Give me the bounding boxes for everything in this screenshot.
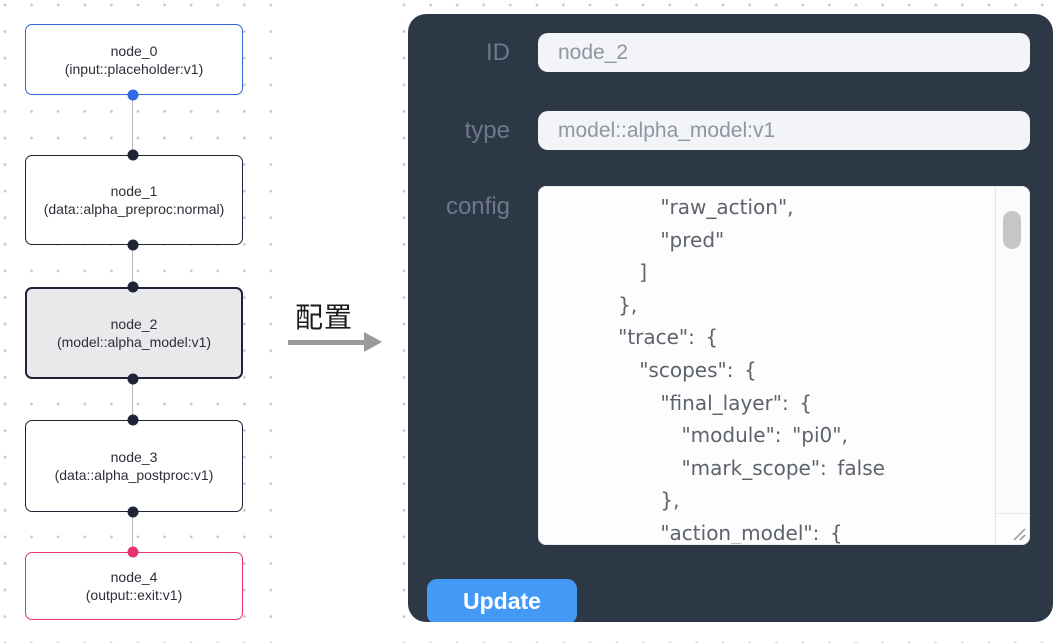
port-handle[interactable]	[127, 414, 139, 426]
port-handle[interactable]	[127, 281, 139, 293]
canvas-gap	[272, 0, 398, 643]
config-field-label: config	[445, 193, 510, 220]
arrow-icon	[288, 340, 364, 345]
flow-node-node_1[interactable]: node_1 (data::alpha_preproc:normal)	[25, 155, 243, 245]
port-handle[interactable]	[127, 239, 139, 251]
node-title: node_0	[110, 42, 158, 59]
edge-node2-node3	[131, 379, 133, 420]
node-type-label: (data::alpha_postproc:v1)	[54, 467, 214, 483]
port-handle[interactable]	[127, 546, 139, 558]
port-handle[interactable]	[127, 89, 139, 101]
node-type-label: (input::placeholder:v1)	[64, 60, 204, 77]
flow-node-node_0[interactable]: node_0 (input::placeholder:v1)	[25, 24, 243, 95]
port-handle[interactable]	[127, 373, 139, 385]
node-type-label: (model::alpha_model:v1)	[56, 334, 212, 350]
type-field-label: type	[464, 117, 510, 144]
scrollbar-thumb[interactable]	[1003, 211, 1021, 249]
flow-node-node_3[interactable]: node_3 (data::alpha_postproc:v1)	[25, 420, 243, 512]
port-handle[interactable]	[127, 506, 139, 518]
node-title: node_1	[110, 183, 158, 199]
type-input[interactable]	[538, 111, 1030, 150]
edge-node1-node2	[131, 245, 133, 287]
flow-node-node_2-selected[interactable]: node_2 (model::alpha_model:v1)	[25, 287, 243, 379]
edge-node3-node4	[131, 512, 133, 552]
update-button[interactable]: Update	[427, 579, 577, 622]
node-config-panel: ID type config "raw_action", "pred" ] },…	[408, 14, 1053, 622]
node-type-label: (output::exit:v1)	[85, 587, 183, 603]
node-title: node_3	[110, 449, 158, 465]
resize-handle-icon[interactable]	[1010, 525, 1026, 541]
id-input[interactable]	[538, 33, 1030, 72]
scrollbar-track[interactable]	[995, 187, 1029, 544]
arrow-head-icon	[364, 332, 382, 352]
node-title: node_2	[110, 316, 158, 332]
id-field-label: ID	[486, 39, 510, 66]
edge-node0-node1	[131, 95, 133, 155]
node-title: node_4	[110, 569, 158, 585]
port-handle[interactable]	[127, 149, 139, 161]
config-textarea[interactable]: "raw_action", "pred" ] }, "trace": { "sc…	[538, 186, 1030, 545]
config-json-code: "raw_action", "pred" ] }, "trace": { "sc…	[618, 195, 885, 545]
node-type-label: (data::alpha_preproc:normal)	[43, 201, 225, 217]
scrollbar-corner	[996, 513, 1029, 544]
config-annotation-text: 配置	[295, 302, 354, 333]
flow-node-node_4[interactable]: node_4 (output::exit:v1)	[25, 552, 243, 620]
